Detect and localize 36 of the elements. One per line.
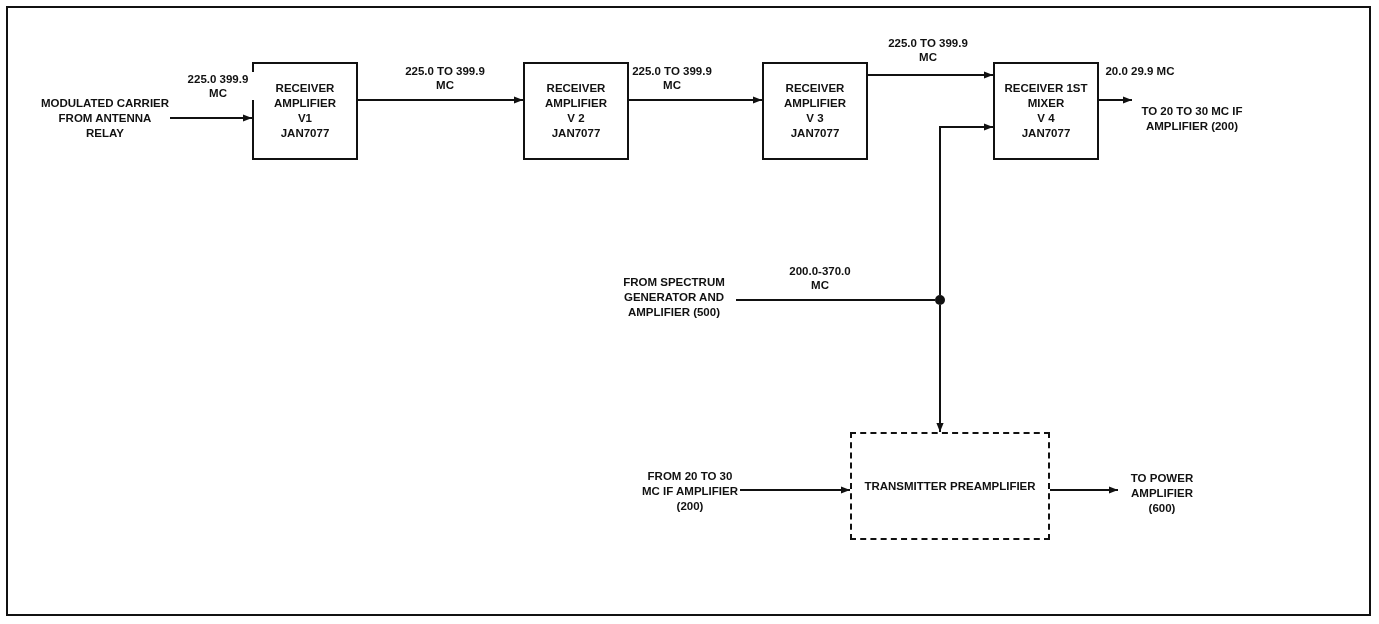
signal-label: FROM SPECTRUM GENERATOR AND AMPLIFIER (500) [622, 274, 726, 320]
block-label: RECEIVER AMPLIFIER [783, 81, 847, 111]
edge-label: 225.0 TO 399.9 MC [405, 64, 485, 92]
amplifier-block [762, 62, 868, 160]
edge-label: 225.0 TO 399.9 MC [632, 64, 712, 92]
preamplifier-block [850, 432, 1050, 540]
block-label: V 4 [1037, 111, 1055, 126]
signal-label: MODULATED CARRIER FROM ANTENNA RELAY [40, 95, 170, 141]
amplifier-block [523, 62, 629, 160]
block-label: RECEIVER 1ST MIXER [1003, 81, 1089, 111]
block-label: JAN7077 [790, 126, 840, 141]
signal-arrow [169, 114, 253, 122]
signal-label: TO POWER AMPLIFIER (600) [1129, 470, 1195, 516]
signal-arrow [936, 304, 944, 433]
signal-arrow [628, 96, 763, 104]
edge-label: 225.0 TO 399.9 MC [888, 36, 968, 64]
block-label: RECEIVER AMPLIFIER [544, 81, 608, 111]
signal-arrow [739, 486, 851, 494]
amplifier-block [993, 62, 1099, 160]
signal-arrow [1098, 96, 1133, 104]
block-label: V 3 [806, 111, 824, 126]
signal-arrow [1049, 486, 1119, 494]
amplifier-block [252, 62, 358, 160]
block-label: TRANSMITTER PREAMPLIFIER [864, 478, 1036, 494]
signal-label: FROM 20 TO 30 MC IF AMPLIFIER (200) [640, 468, 739, 514]
signal-arrow [939, 123, 994, 296]
junction-dot [935, 295, 945, 305]
block-label: JAN7077 [1021, 126, 1071, 141]
block-label: V1 [297, 111, 313, 126]
block-label: RECEIVER AMPLIFIER [273, 81, 337, 111]
signal-label: TO 20 TO 30 MC IF AMPLIFIER (200) [1140, 104, 1244, 134]
signal-arrow [357, 96, 524, 104]
block-label: JAN7077 [280, 126, 330, 141]
signal-arrow [867, 71, 994, 79]
block-label: V 2 [567, 111, 585, 126]
block-label: JAN7077 [551, 126, 601, 141]
